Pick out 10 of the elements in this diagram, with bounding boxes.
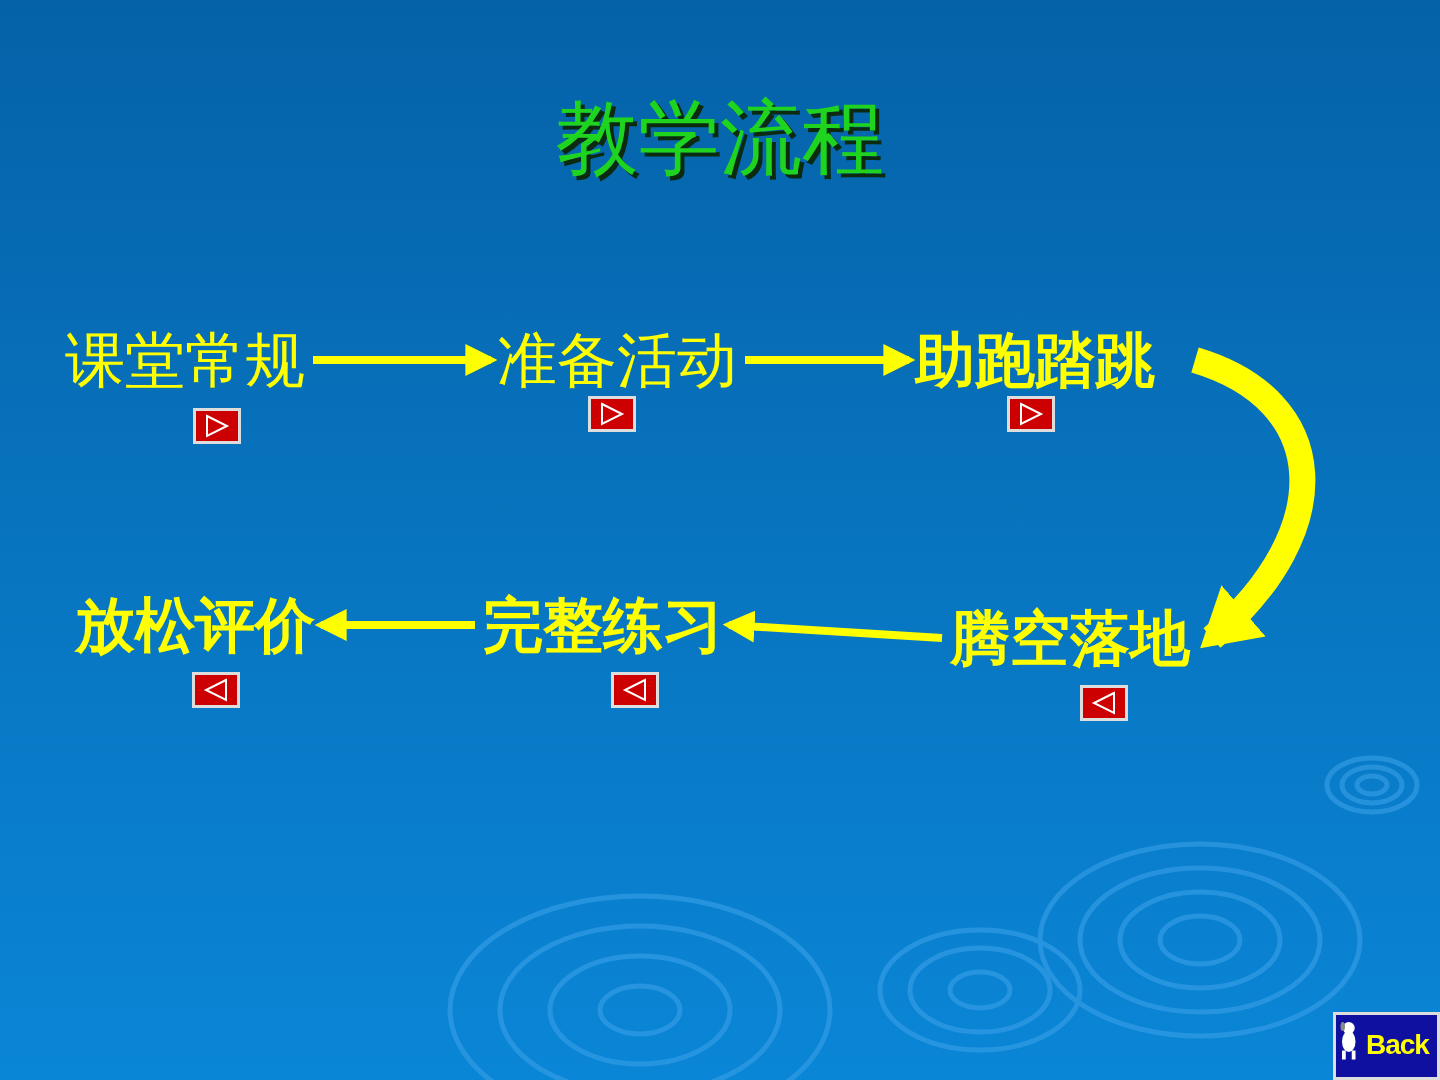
step-text: 课堂常规	[65, 325, 305, 395]
step-text: 腾空落地	[950, 603, 1190, 673]
step-text: 准备活动	[497, 325, 737, 395]
arrow	[722, 610, 943, 643]
arrow	[1190, 347, 1316, 649]
title: 教学流程	[555, 89, 885, 187]
step-text: 助跑踏跳	[915, 325, 1155, 395]
step-text: 完整练习	[483, 590, 723, 660]
back-button: Back	[1333, 1012, 1440, 1080]
step-text: 放松评价	[75, 590, 315, 660]
